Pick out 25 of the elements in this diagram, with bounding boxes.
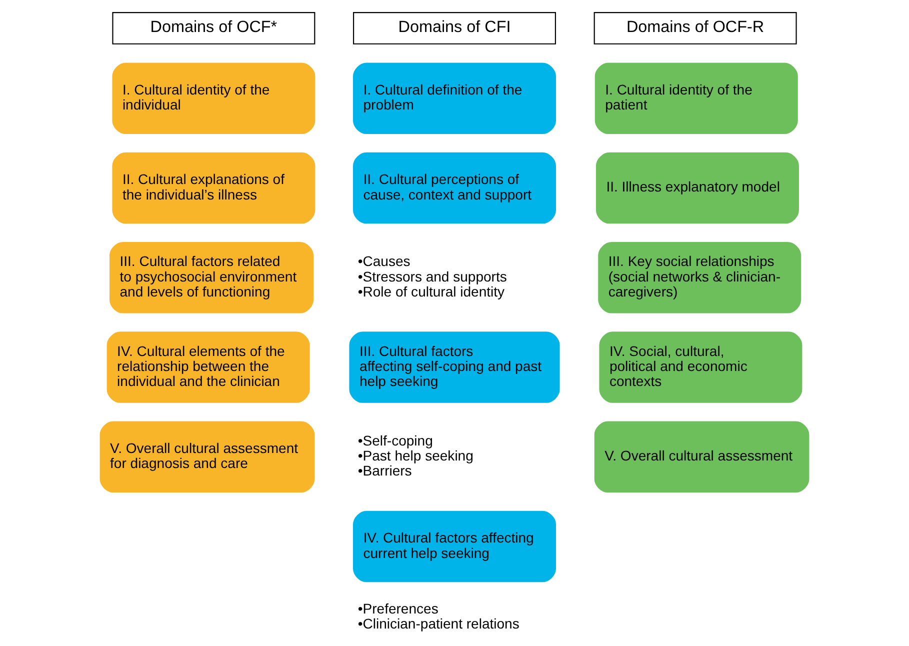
node-label: •Self-coping	[358, 432, 433, 448]
node-box: II. Cultural explanations of the individual’s illness	[112, 152, 316, 224]
node-box: Domains of OCF-R	[594, 12, 797, 44]
node-box: I. Cultural identity of the individual	[112, 62, 316, 134]
node-box: V. Overall cultural assessment	[594, 421, 810, 493]
node-box: II. Cultural perceptions of cause, context and support	[353, 152, 556, 224]
node-box: IV. Cultural factors affecting current help seeking	[353, 510, 556, 582]
node-label: •Barriers	[358, 462, 412, 479]
node-label: •Causes	[358, 253, 410, 270]
node-box: I. Cultural identity of the patient	[594, 62, 798, 134]
node-box: III. Key social relationships (social networks & clinician-caregivers)	[598, 242, 802, 314]
node-box: I. Cultural definition of the problem	[353, 62, 556, 134]
node-label: •Role of cultural identity	[358, 283, 505, 300]
node-box: IV. Social, cultural, political and economic contexts	[599, 332, 802, 403]
node-label: •Clinician-patient relations	[358, 615, 520, 632]
node-label: •Stressors and supports	[358, 268, 507, 284]
node-label: •Past help seeking	[358, 448, 474, 464]
node-box: Domains of OCF*	[112, 12, 316, 44]
node-label: •Preferences	[358, 600, 438, 616]
node-box: IV. Cultural elements of the relationship between the individual and the clinician	[106, 332, 310, 403]
node-box: III. Cultural factors affecting self-coping and past help seeking	[349, 332, 560, 403]
node-box: Domains of CFI	[353, 12, 556, 44]
node-box: II. Illness explanatory model	[596, 152, 799, 224]
node-box: V. Overall cultural assessment for diagnosis and care	[100, 421, 315, 493]
node-box: III. Cultural factors related to psychosocial environment and levels of functioning	[110, 242, 314, 314]
